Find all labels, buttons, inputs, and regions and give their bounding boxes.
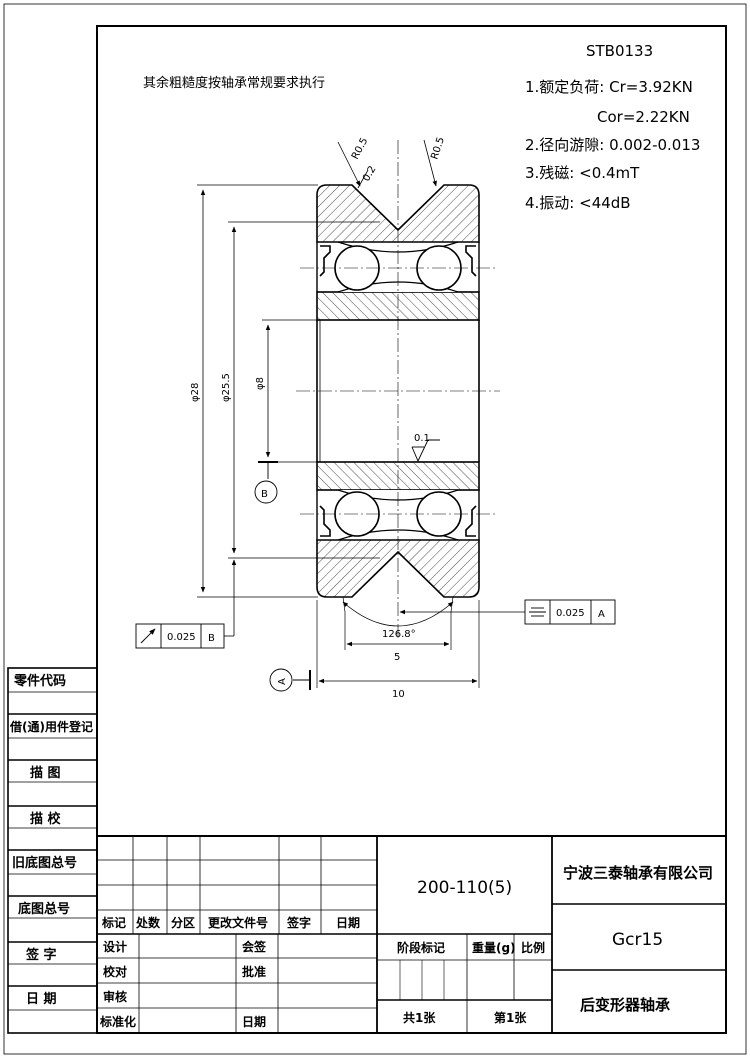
spec-load: 1.额定负荷: Cr=3.92KN bbox=[525, 78, 693, 96]
header-change-doc: 更改文件号 bbox=[208, 915, 268, 930]
header-zone: 分区 bbox=[171, 915, 195, 930]
model-code: STB0133 bbox=[586, 42, 653, 60]
label-review: 审核 bbox=[103, 989, 127, 1004]
label-design: 设计 bbox=[103, 939, 127, 954]
datum-b-symbol bbox=[254, 480, 278, 504]
material-name: Gcr15 bbox=[612, 930, 663, 950]
overall-width: 10 bbox=[392, 689, 405, 700]
spec-load-static: Cor=2.22KN bbox=[597, 108, 690, 126]
label-proofread: 校对 bbox=[103, 964, 127, 979]
side-label-date: 日 期 bbox=[26, 992, 57, 1007]
part-name: 后变形器轴承 bbox=[580, 996, 670, 1014]
side-label-trace-check: 描 校 bbox=[30, 811, 62, 827]
side-label-borrowed: 借(通)用件登记 bbox=[9, 719, 93, 734]
side-label-old-master: 旧底图总号 bbox=[12, 855, 77, 871]
drawing-number: 200-110(5) bbox=[417, 878, 512, 898]
side-label-part-code: 零件代码 bbox=[13, 673, 66, 689]
label-standardize: 标准化 bbox=[99, 1014, 136, 1029]
chamfer-size: 0.2 bbox=[361, 164, 378, 183]
radius-right: R0.5 bbox=[429, 136, 447, 161]
spec-clearance: 2.径向游隙: 0.002-0.013 bbox=[525, 136, 700, 154]
label-countersign: 会签 bbox=[242, 939, 267, 954]
label-scale: 比例 bbox=[521, 940, 545, 955]
general-note: 其余粗糙度按轴承常规要求执行 bbox=[143, 75, 325, 91]
spec-magnetism: 3.残磁: <0.4mT bbox=[525, 164, 640, 182]
technical-notes: 其余粗糙度按轴承常规要求执行 STB0133 1.额定负荷: Cr=3.92KN… bbox=[143, 42, 700, 212]
side-label-tracing: 描 图 bbox=[30, 765, 61, 781]
roughness-value: 0.1 bbox=[414, 433, 430, 444]
header-date: 日期 bbox=[336, 915, 360, 930]
outer-ring-bottom bbox=[316, 539, 480, 598]
symmetry-tolerance-frame: 0.025 A bbox=[399, 599, 616, 625]
bore-diameter: φ8 bbox=[255, 377, 266, 390]
seal-bottom-right bbox=[465, 505, 477, 537]
groove-width: 5 bbox=[394, 652, 400, 663]
sheet-number: 第1张 bbox=[494, 1010, 527, 1025]
seal-bottom-left bbox=[319, 505, 331, 537]
label-stage-mark: 阶段标记 bbox=[397, 940, 445, 955]
company-name: 宁波三泰轴承有限公司 bbox=[563, 864, 713, 882]
trim-border bbox=[3, 3, 747, 1055]
datum-b-label: B bbox=[261, 489, 268, 500]
outer-ring-top bbox=[316, 184, 480, 243]
symmetry-value: 0.025 bbox=[556, 608, 585, 619]
side-label-signature: 签 字 bbox=[25, 947, 57, 963]
bearing-section-view bbox=[296, 140, 500, 640]
datum-a-label: A bbox=[277, 678, 288, 685]
total-sheets: 共1张 bbox=[403, 1010, 436, 1025]
datum-a-symbol bbox=[269, 668, 293, 692]
side-record-table: 零件代码 借(通)用件登记 描 图 描 校 旧底图总号 底图总号 签 字 日 期 bbox=[7, 667, 98, 1034]
runout-value: 0.025 bbox=[167, 632, 196, 643]
outer-diameter: φ28 bbox=[190, 383, 201, 402]
runout-icon bbox=[140, 628, 156, 644]
header-count: 处数 bbox=[135, 915, 161, 930]
runout-datum: B bbox=[208, 633, 215, 644]
radius-left: R0.5 bbox=[350, 136, 370, 161]
title-block: 标记 处数 分区 更改文件号 签字 日期 设计 校对 审核 标准化 会签 批准 … bbox=[96, 835, 727, 1034]
spec-vibration: 4.振动: <44dB bbox=[525, 194, 631, 212]
symmetry-datum: A bbox=[598, 609, 605, 620]
label-approve: 批准 bbox=[242, 964, 266, 979]
header-mark: 标记 bbox=[101, 915, 126, 930]
label-weight: 重量(g) bbox=[472, 940, 516, 955]
seal-top-left bbox=[319, 245, 331, 277]
roughness-symbol bbox=[411, 439, 440, 463]
groove-angle: 126.8° bbox=[382, 629, 416, 640]
label-date: 日期 bbox=[242, 1014, 266, 1029]
side-label-master-no: 底图总号 bbox=[18, 901, 70, 917]
seal-top-right bbox=[465, 245, 477, 277]
groove-diameter: φ25.5 bbox=[221, 373, 232, 402]
runout-tolerance-frame: 0.025 B bbox=[135, 559, 237, 649]
header-signature: 签字 bbox=[286, 915, 311, 930]
